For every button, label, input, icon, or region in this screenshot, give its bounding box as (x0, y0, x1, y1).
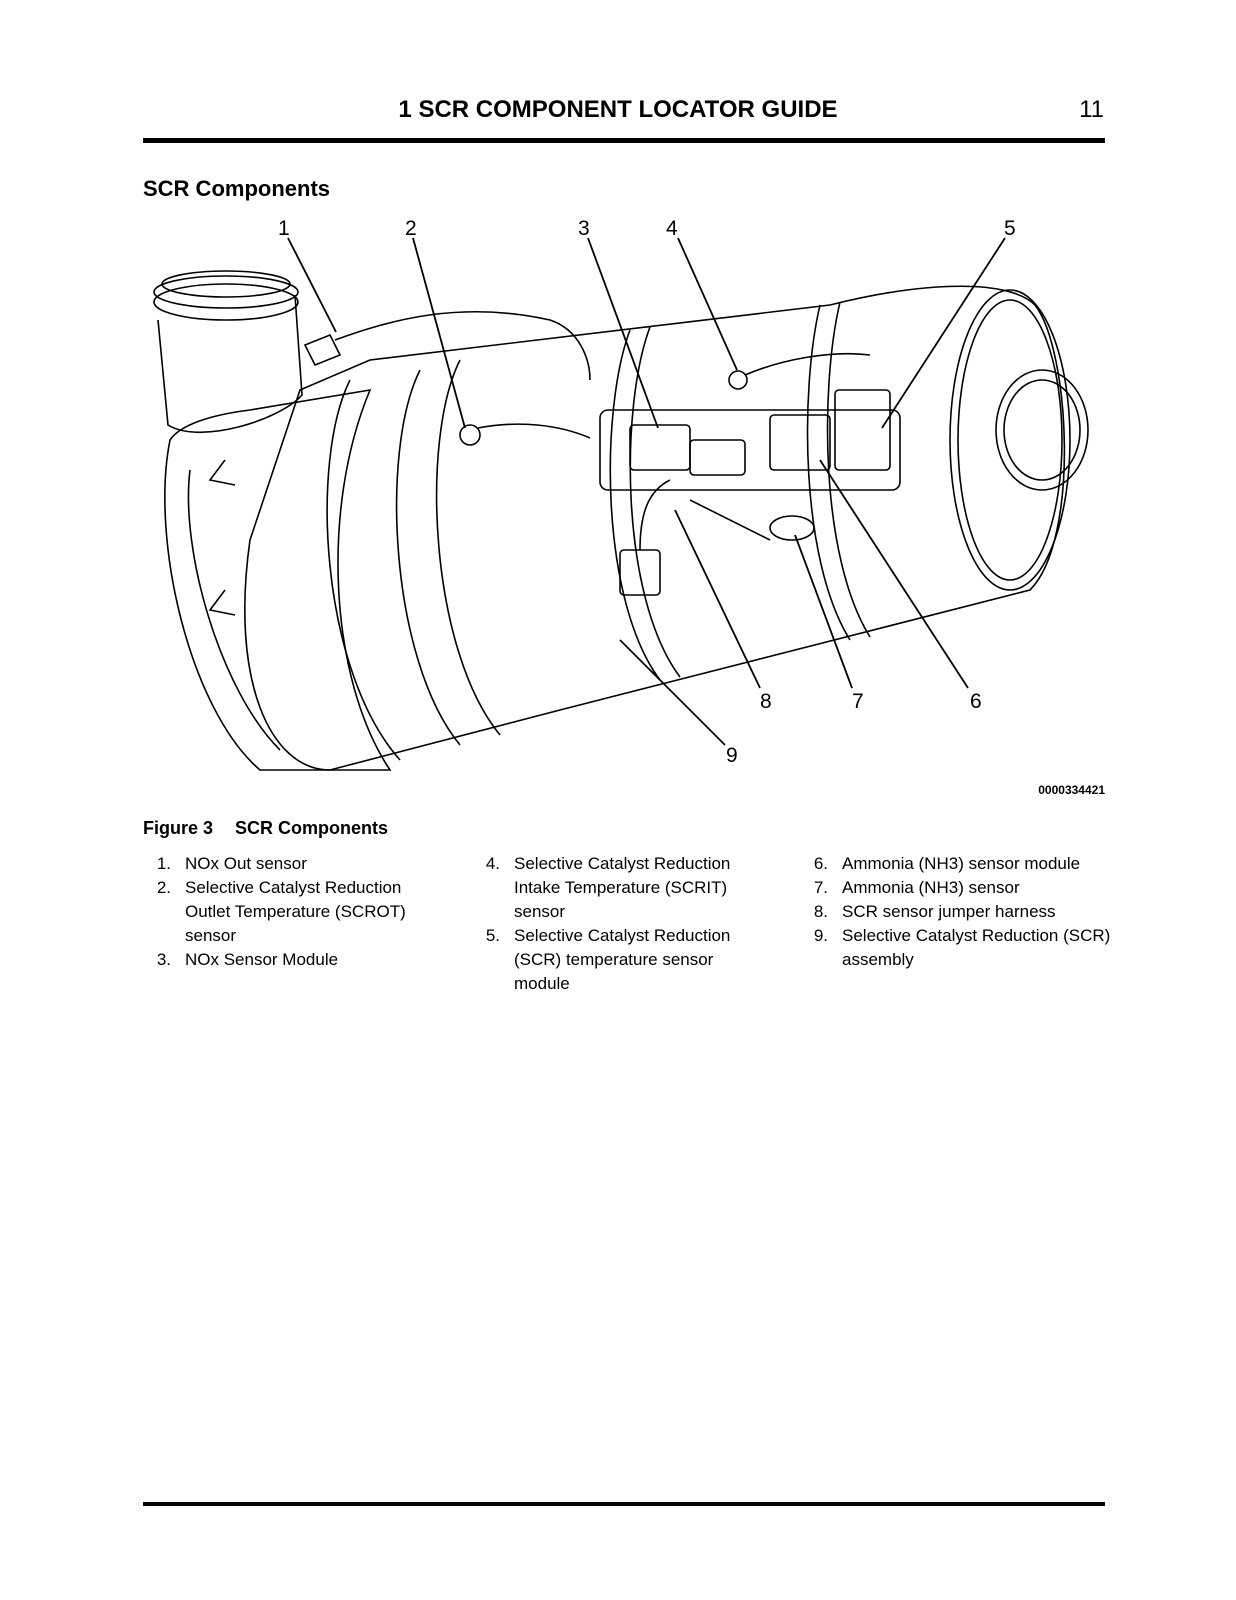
callout-4: 4 (666, 217, 678, 240)
figure-caption: Figure 3 SCR Components (143, 818, 388, 839)
legend-item: 6. Ammonia (NH3) sensor module (792, 852, 1112, 876)
callout-1: 1 (278, 217, 290, 240)
legend-number: 9. (813, 926, 828, 945)
legend-text: Ammonia (NH3) sensor module (842, 854, 1081, 873)
scr-assembly-illustration: 1 2 3 4 5 6 7 8 9 (153, 217, 1089, 771)
inlet-housing (164, 388, 392, 771)
caption-number: Figure 3 (143, 818, 214, 838)
caption-title: SCR Components (235, 818, 389, 838)
nh3-sensor-module (769, 414, 831, 471)
legend-item: 4. Selective Catalyst Reduction Intake Te… (464, 852, 754, 924)
legend-number: 7. (813, 878, 828, 897)
header-title: 1 SCR COMPONENT LOCATOR GUIDE (398, 96, 838, 123)
nh3-sensor (769, 515, 815, 541)
callout-5: 5 (1004, 217, 1016, 240)
callout-7: 7 (852, 690, 864, 713)
scr-body-outline (244, 285, 1066, 771)
callout-9: 9 (726, 744, 738, 767)
legend-number: 8. (813, 902, 828, 921)
legend-text: SCR sensor jumper harness (842, 902, 1056, 921)
legend-number: 6. (813, 854, 828, 873)
legend-column-2: 4. Selective Catalyst Reduction Intake Te… (464, 852, 754, 996)
legend-text: Selective Catalyst Reduction Intake Temp… (514, 854, 731, 921)
legend-number: 4. (485, 854, 500, 873)
legend-text: NOx Sensor Module (185, 950, 339, 969)
legend-number: 3. (156, 950, 171, 969)
legend-text: Selective Catalyst Reduction (SCR) assem… (842, 926, 1111, 969)
legend-item: 2. Selective Catalyst Reduction Outlet Te… (135, 876, 435, 948)
legend-item: 9. Selective Catalyst Reduction (SCR) ass… (792, 924, 1112, 972)
legend-item: 5. Selective Catalyst Reduction (SCR) tem… (464, 924, 754, 996)
callout-2: 2 (405, 217, 417, 240)
scrot-sensor (459, 424, 481, 446)
band-ring (326, 379, 401, 761)
section-title: SCR Components (143, 176, 330, 201)
figure-id: 0000334421 (1038, 783, 1105, 797)
page-number: 11 (1079, 96, 1104, 123)
legend-item: 8. SCR sensor jumper harness (792, 900, 1112, 924)
legend-number: 2. (156, 878, 171, 897)
legend-text: Ammonia (NH3) sensor (842, 878, 1020, 897)
legend-text: Selective Catalyst Reduction Outlet Temp… (185, 878, 406, 945)
legend-item: 7. Ammonia (NH3) sensor (792, 876, 1112, 900)
legend-column-3: 6. Ammonia (NH3) sensor module 7. Ammonia … (792, 852, 1112, 972)
inlet-pipe (157, 294, 303, 434)
legend-item: 1. NOx Out sensor (135, 852, 435, 876)
scr-temp-sensor-module (834, 389, 891, 471)
nox-out-sensor (303, 333, 342, 367)
legend-item: 3. NOx Sensor Module (135, 948, 435, 972)
legend-text: NOx Out sensor (185, 854, 307, 873)
callout-6: 6 (970, 690, 982, 713)
top-rule (143, 138, 1105, 143)
outlet-pipe (995, 369, 1089, 491)
bottom-rule (143, 1502, 1105, 1506)
jumper-harness (689, 499, 771, 541)
scrit-sensor (728, 370, 748, 390)
sensor-bracket (599, 409, 901, 491)
legend-text: Selective Catalyst Reduction (SCR) tempe… (514, 926, 731, 993)
legend-number: 5. (485, 926, 500, 945)
nox-sensor-module (629, 424, 691, 471)
callout-3: 3 (578, 217, 590, 240)
end-cap (949, 289, 1071, 591)
legend-number: 1. (156, 854, 171, 873)
leader-lines (287, 237, 1006, 746)
legend-column-1: 1. NOx Out sensor 2. Selective Catalyst Re… (135, 852, 435, 972)
callout-8: 8 (760, 690, 772, 713)
